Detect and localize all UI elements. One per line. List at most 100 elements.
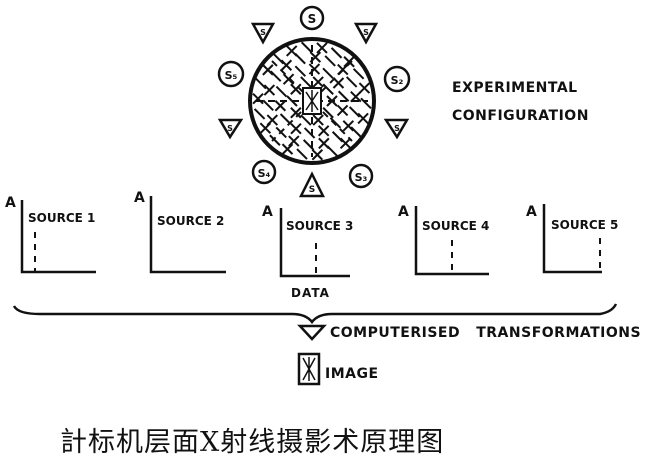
- plot-axes: [279, 208, 350, 278]
- hatch-stroke: [300, 76, 312, 88]
- hatch-stroke: [288, 135, 300, 147]
- hatch-stroke: [290, 83, 302, 95]
- hatch-stroke: [332, 77, 345, 89]
- hatch-stroke: [312, 76, 324, 88]
- hatch-stroke: [262, 64, 274, 76]
- hatch-stroke: [311, 149, 324, 161]
- hatch-stroke: [286, 45, 298, 57]
- hatch-stroke: [352, 68, 365, 80]
- hatch-stroke: [343, 56, 355, 68]
- plot-axes: [414, 206, 489, 276]
- plot-axes: [149, 196, 226, 274]
- hatch-stroke: [329, 117, 342, 129]
- source-triangle-label: S: [363, 28, 369, 37]
- plot-source-label: SOURCE 4: [422, 219, 489, 233]
- hatch-stroke: [255, 77, 267, 90]
- source-circle-left: S₅: [217, 60, 245, 88]
- hatch-stroke: [350, 126, 362, 138]
- hatch-stroke: [272, 52, 285, 65]
- plot-axis-label: A: [262, 204, 273, 220]
- source-triangle-top-left: S: [250, 22, 276, 45]
- hatch-stroke: [303, 127, 316, 139]
- hatch-stroke: [274, 100, 287, 112]
- hatch-stroke: [342, 120, 355, 132]
- hatch-stroke: [312, 114, 324, 126]
- hatch-stroke: [280, 59, 293, 71]
- hatch-stroke: [324, 55, 336, 67]
- source-triangle-label: S: [260, 28, 266, 37]
- plot-source-label: SOURCE 2: [157, 214, 224, 228]
- hatch-stroke: [322, 83, 334, 95]
- hatch-stroke: [253, 108, 266, 120]
- hatch-stroke: [296, 148, 308, 160]
- hatch-stroke: [330, 47, 343, 59]
- hatch-stroke: [252, 92, 264, 105]
- hatch-stroke: [259, 122, 272, 134]
- hatch-stroke: [318, 137, 330, 150]
- hatch-stroke: [358, 82, 371, 94]
- hatch-stroke: [263, 84, 276, 96]
- hatch-stroke: [322, 107, 334, 119]
- plot-axis-label: A: [398, 204, 409, 220]
- hatch-stroke: [269, 70, 282, 82]
- source-plot-4: A SOURCE 4: [398, 204, 489, 276]
- source-plot-5: A SOURCE 5: [526, 204, 618, 274]
- source-triangle-label: S: [309, 185, 315, 195]
- hatch-stroke: [339, 137, 352, 150]
- source-circle-label: S₅: [225, 69, 238, 82]
- source-circle-bottom-right: S₃: [348, 163, 374, 189]
- detector-hatching: [252, 41, 372, 161]
- outer-ring: [248, 37, 376, 165]
- configuration-title-line2: CONFIGURATION: [452, 108, 589, 124]
- hatch-stroke: [345, 76, 358, 88]
- plot-axis-label: A: [526, 204, 537, 220]
- hatch-stroke: [290, 122, 302, 135]
- hatch-stroke: [357, 112, 369, 125]
- plot-axes: [542, 204, 602, 274]
- source-triangle-label: S: [227, 124, 233, 133]
- figure-caption: 計标机层面X射线摄影术原理图: [60, 427, 445, 458]
- plot-source-label: SOURCE 1: [28, 211, 95, 225]
- hatch-stroke: [316, 42, 328, 54]
- hatch-stroke: [290, 107, 302, 119]
- hatch-stroke: [326, 145, 338, 157]
- hatch-stroke: [294, 65, 307, 77]
- hatch-stroke: [300, 41, 313, 53]
- source-plot-3: A SOURCE 3: [262, 204, 353, 278]
- source-circle-label: S₂: [391, 74, 404, 87]
- data-label: DATA: [291, 286, 330, 300]
- source-triangle-left: S: [217, 118, 244, 140]
- hatch-stroke: [269, 134, 281, 146]
- hatch-stroke: [360, 97, 372, 110]
- plot-source-label: SOURCE 3: [286, 219, 353, 233]
- source-triangle-label: S: [394, 124, 400, 133]
- source-plot-1: A SOURCE 1: [5, 195, 96, 274]
- hatch-stroke: [262, 99, 274, 112]
- transformations-label: COMPUTERISED TRANSFORMATIONS: [330, 325, 641, 341]
- hatch-stroke: [300, 114, 312, 126]
- source-circle-right: S₂: [383, 65, 411, 93]
- hatch-stroke: [279, 113, 292, 125]
- plot-axes: [20, 200, 96, 274]
- source-circle-bottom-left: S₄: [251, 159, 277, 185]
- source-circle-label: S₄: [258, 167, 271, 180]
- source-circle-label: S₃: [355, 171, 368, 184]
- plot-axis-label: A: [134, 190, 145, 206]
- down-arrow-icon: [297, 324, 327, 341]
- hatch-stroke: [337, 90, 350, 102]
- source-triangle-bottom: S: [298, 171, 326, 198]
- hatch-axis: [271, 60, 353, 142]
- hatch-stroke: [281, 143, 294, 155]
- hatch-stroke: [322, 67, 334, 80]
- hatch-axis: [271, 60, 353, 142]
- hatch-stroke: [282, 73, 295, 85]
- hatch-stroke: [317, 125, 330, 137]
- hatch-stroke: [302, 139, 315, 151]
- source-triangle-right: S: [383, 118, 410, 140]
- configuration-title-line1: EXPERIMENTAL: [452, 80, 578, 96]
- collection-brace: [12, 303, 618, 325]
- image-icon-marking: [302, 357, 316, 381]
- hatch-stroke: [348, 106, 361, 118]
- hatch-stroke: [275, 85, 288, 98]
